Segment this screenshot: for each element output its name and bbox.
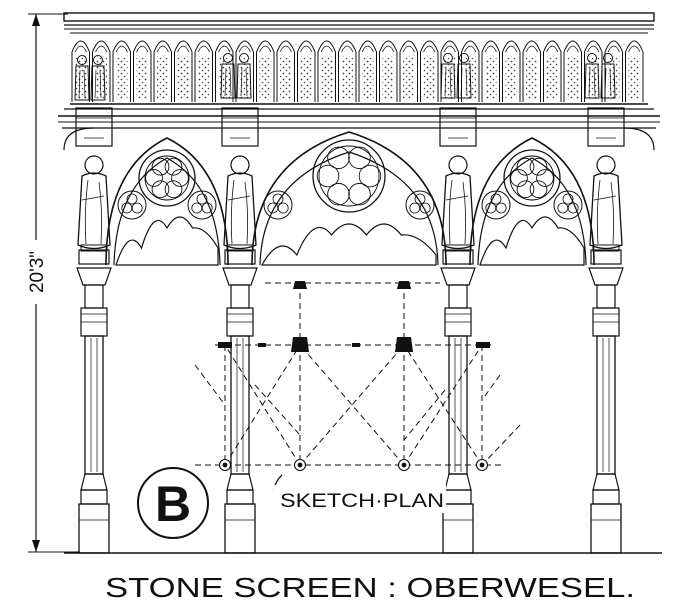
height-dimension-label: 20'3" <box>27 251 48 293</box>
height-dimension: 20'3" <box>26 13 80 553</box>
sketch-plan: SKETCH·PLAN <box>194 281 521 513</box>
arcade-arches <box>63 127 655 266</box>
gallery-niche-arcade <box>71 40 644 147</box>
statues <box>77 155 623 252</box>
cornice-and-gallery <box>58 12 660 129</box>
plate-letter: B <box>155 476 191 532</box>
sketch-plan-label: SKETCH·PLAN <box>280 491 444 512</box>
columns <box>76 249 624 554</box>
plate-letter-badge: B <box>137 467 209 539</box>
figure-caption: STONE SCREEN : OBERWESEL. <box>105 572 635 603</box>
